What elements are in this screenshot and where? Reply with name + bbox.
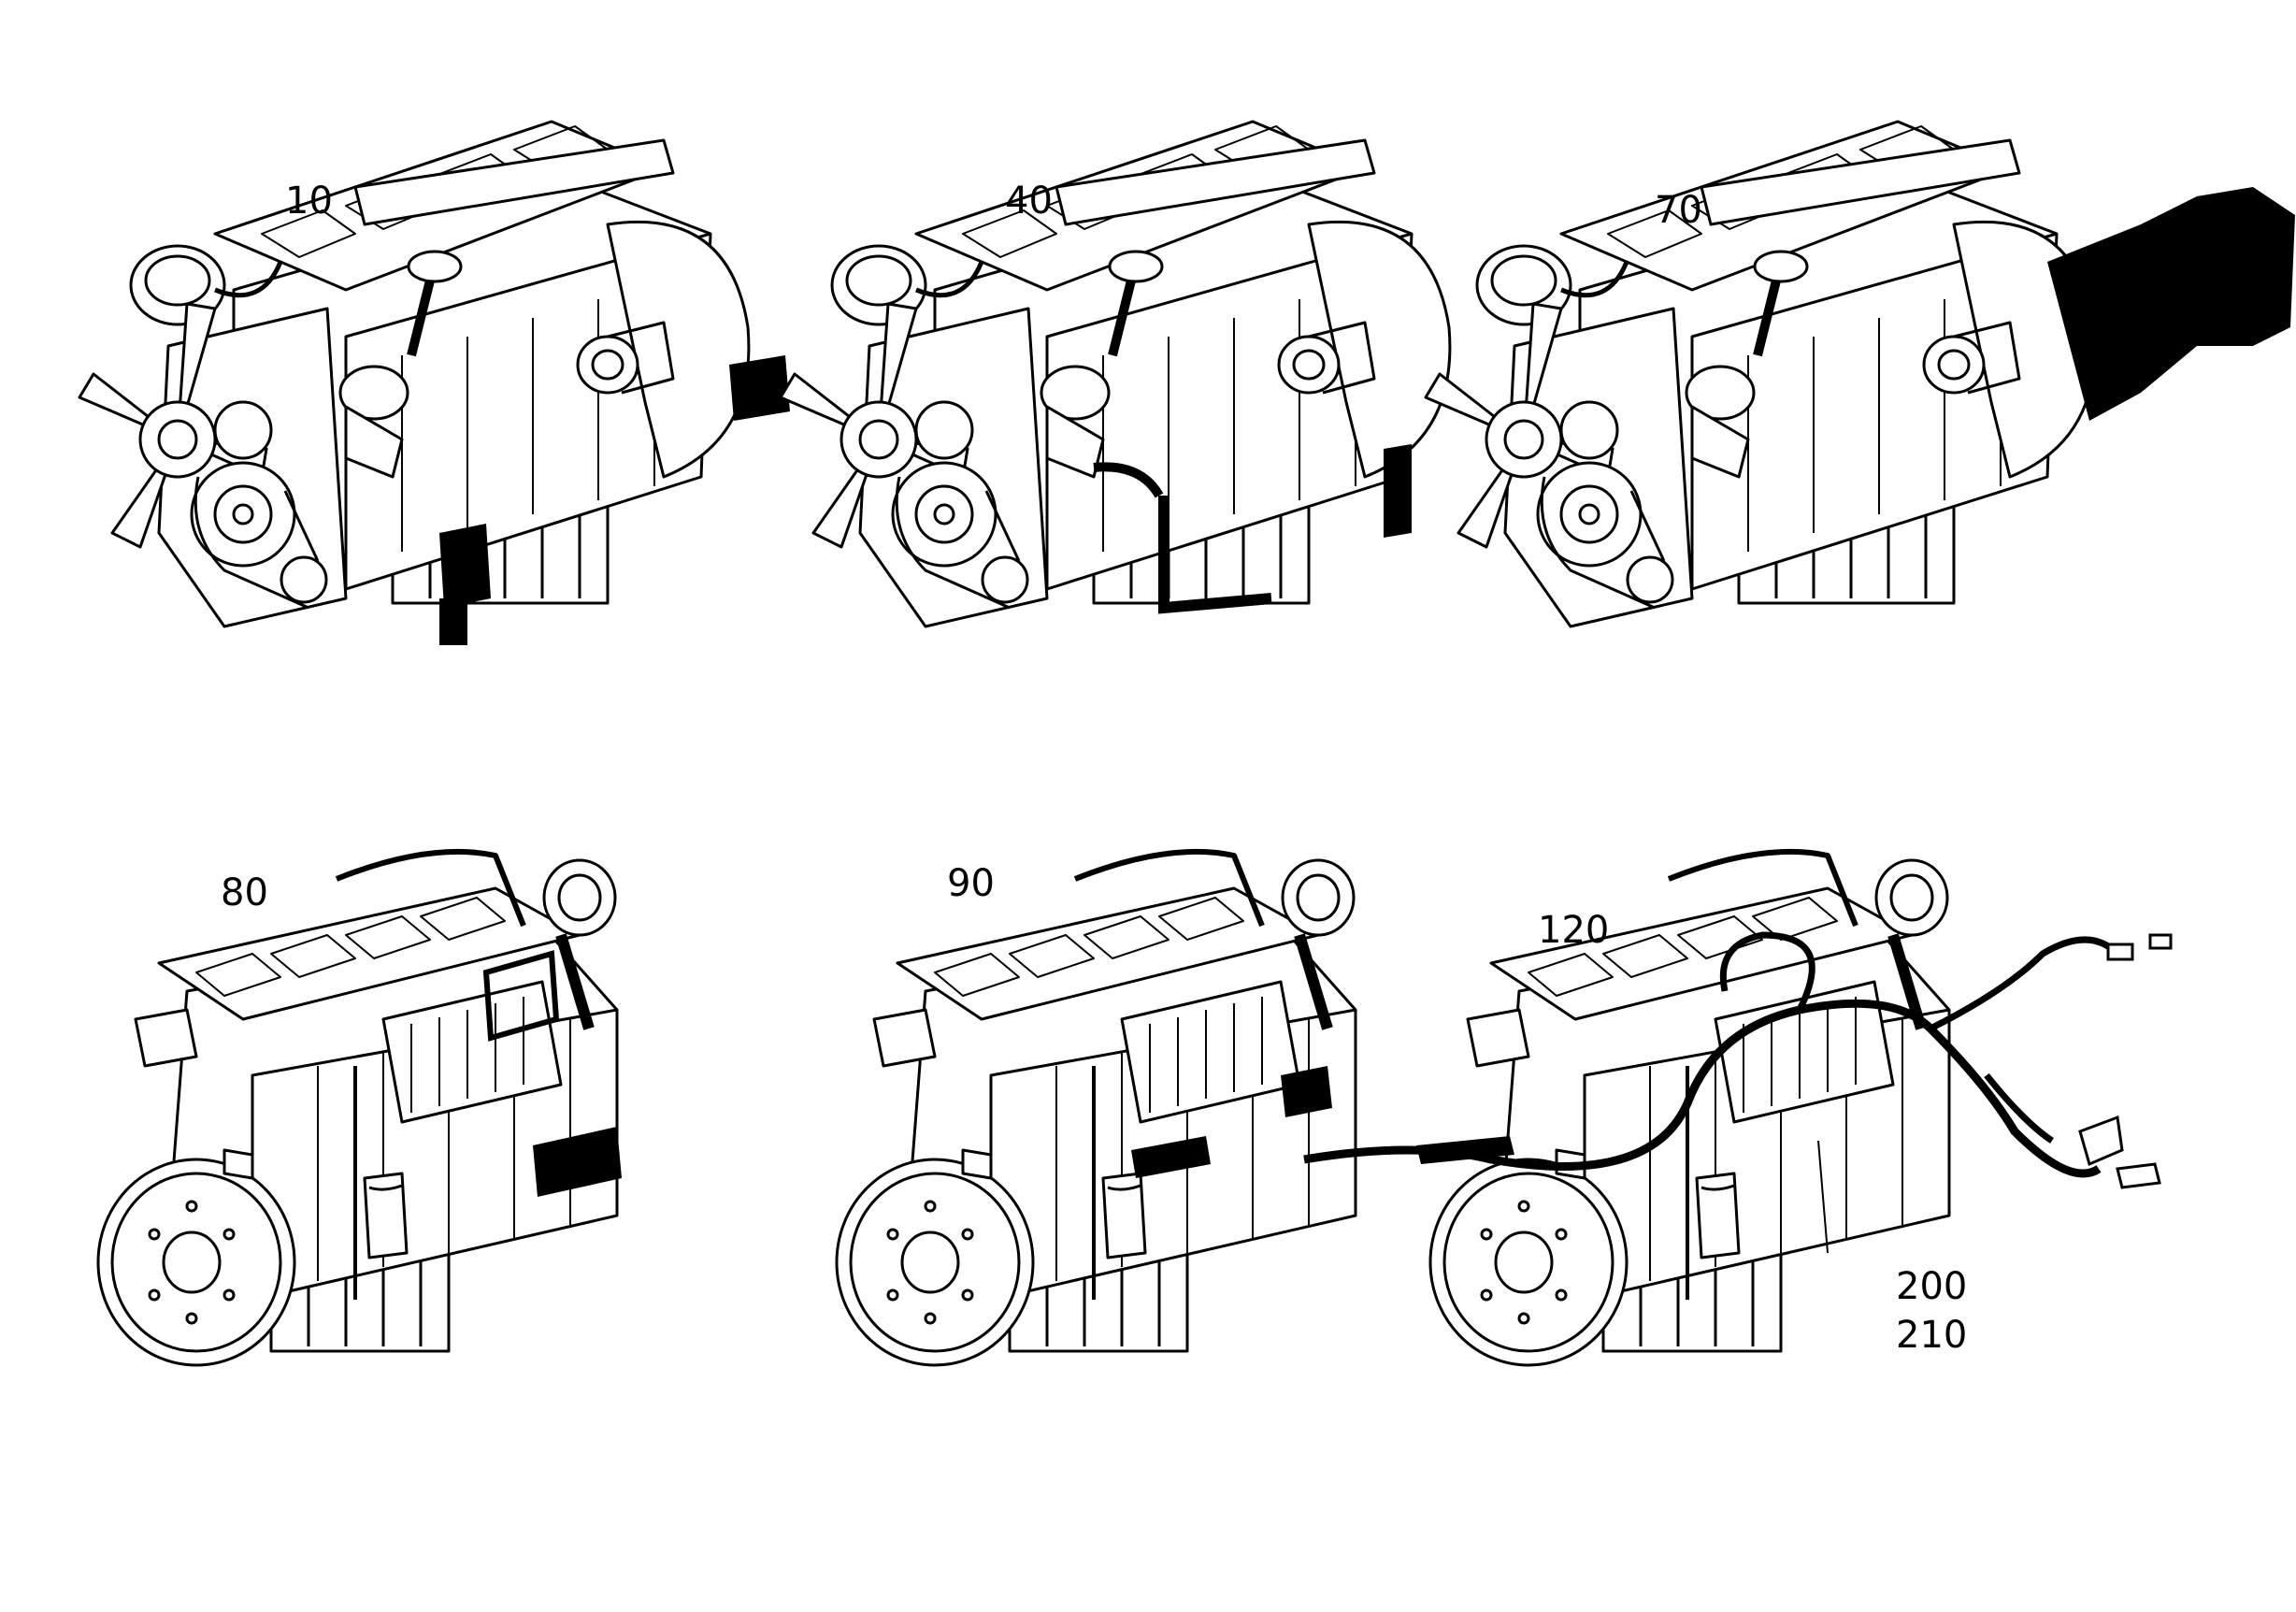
- highlight-ecu: [533, 1127, 622, 1197]
- highlight-wiring-harness: [1303, 999, 2102, 1178]
- highlight-gearbox: [2047, 187, 2295, 421]
- highlight-rear-mount: [729, 355, 790, 421]
- highlight-pipe: [1158, 496, 1272, 614]
- callout-engine-4: 80: [221, 871, 268, 914]
- callout-engine-6: 120: [1538, 909, 1610, 952]
- callout-engine-6-harness: 200 210: [1896, 1262, 1967, 1360]
- engine-illustration-3: [1426, 122, 2295, 626]
- highlight-front-mount: [439, 524, 491, 608]
- callout-200: 200: [1896, 1265, 1968, 1308]
- engine-illustration-6: [1303, 852, 2173, 1365]
- highlight-bracket: [1384, 444, 1412, 538]
- callout-engine-3: 70: [1655, 189, 1702, 232]
- engine-illustration-5: [837, 852, 1356, 1365]
- engine-illustration-4: [98, 852, 622, 1365]
- engine-illustration-2: [781, 122, 1450, 626]
- callout-engine-2: 40: [1005, 180, 1053, 223]
- highlight-cable: [1131, 1136, 1211, 1178]
- engine-illustration-1: [79, 122, 790, 645]
- callout-engine-1: 10: [285, 180, 333, 223]
- callout-engine-5: 90: [947, 862, 995, 905]
- callout-210: 210: [1896, 1314, 1968, 1357]
